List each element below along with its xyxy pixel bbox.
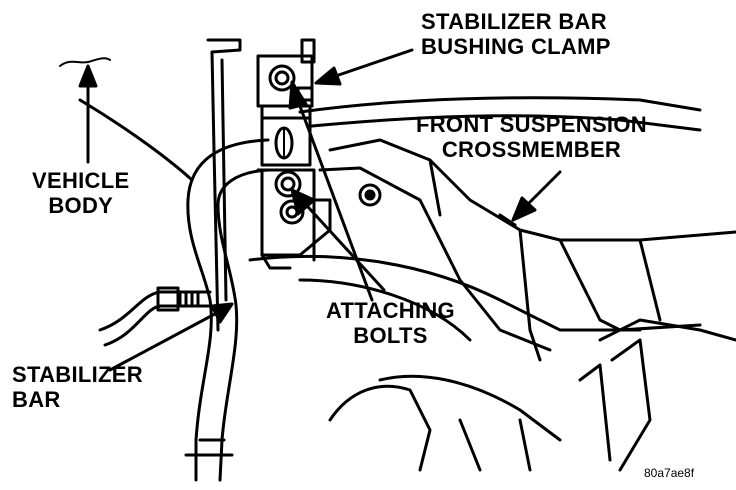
label-line: VEHICLE <box>32 168 130 193</box>
label-attaching-bolts: ATTACHING BOLTS <box>326 298 455 348</box>
leader-lines <box>59 48 562 372</box>
label-line: BOLTS <box>353 323 428 348</box>
label-stabilizer-bar: STABILIZER BAR <box>12 362 143 412</box>
label-stabilizer-bar-bushing-clamp: STABILIZER BAR BUSHING CLAMP <box>421 9 611 59</box>
label-front-suspension-crossmember: FRONT SUSPENSION CROSSMEMBER <box>416 112 647 162</box>
label-line: BUSHING CLAMP <box>421 34 611 59</box>
label-line: BAR <box>12 387 61 412</box>
label-line: STABILIZER BAR <box>421 9 607 34</box>
crossmember <box>248 96 736 472</box>
vehicle-body-panel <box>78 38 242 332</box>
label-line: BODY <box>48 193 114 218</box>
label-line: CROSSMEMBER <box>441 137 622 162</box>
stabilizer-link <box>98 286 212 347</box>
figure-code: 80a7ae8f <box>644 466 695 480</box>
label-vehicle-body: VEHICLE BODY <box>32 168 129 218</box>
label-line: FRONT SUSPENSION <box>416 112 647 137</box>
label-line: STABILIZER <box>12 362 143 387</box>
stabilizer-bar-shape <box>184 138 270 482</box>
label-line: ATTACHING <box>326 298 455 323</box>
